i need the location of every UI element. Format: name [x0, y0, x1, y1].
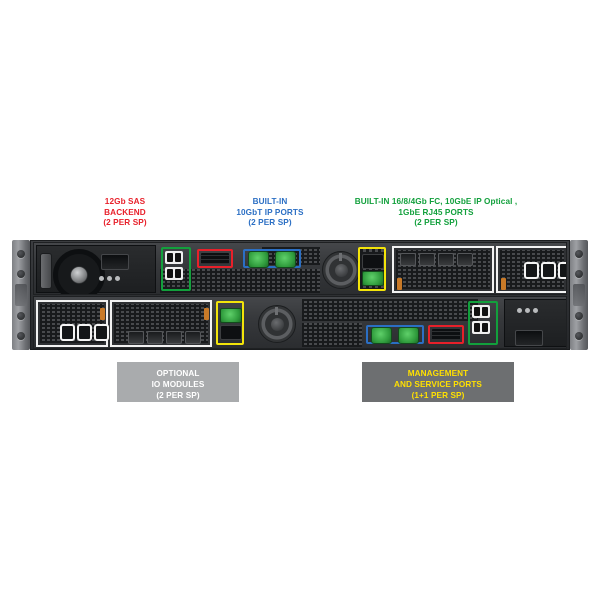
management-port[interactable] — [362, 271, 384, 286]
storage-processor-a — [33, 242, 567, 295]
rack-ear-right — [570, 240, 588, 350]
sas-port[interactable] — [165, 251, 183, 264]
io-module-a1[interactable] — [392, 246, 494, 293]
fc-port[interactable] — [457, 253, 473, 266]
vent-grill-b — [302, 299, 478, 321]
highlight-sas-backend-a — [161, 247, 191, 291]
sas-port[interactable] — [472, 305, 490, 318]
rj45-port[interactable] — [524, 262, 539, 279]
highlight-sas-backend-b — [468, 301, 498, 345]
io-module-b2[interactable] — [110, 300, 212, 347]
serial-connector[interactable] — [432, 329, 460, 340]
storage-array-chassis — [12, 240, 588, 350]
callout-sas-backend: 12Gb SAS BACKEND (2 PER SP) — [103, 197, 147, 227]
management-port[interactable] — [220, 308, 242, 323]
serial-connector[interactable] — [201, 253, 229, 264]
highlight-management-service-b — [216, 301, 244, 345]
highlight-10gbt-ports-b — [366, 325, 424, 344]
io-module-a2[interactable] — [496, 246, 566, 293]
callout-optional-io-modules: OPTIONAL IO MODULES (2 PER SP) — [117, 362, 239, 402]
rj45-port[interactable] — [77, 324, 92, 341]
highlight-management-service-a — [358, 247, 386, 291]
fc-port[interactable] — [185, 331, 201, 344]
rj45-port[interactable] — [60, 324, 75, 341]
chassis-body — [30, 240, 570, 350]
rack-ear-left — [12, 240, 30, 350]
vent-grill-b2 — [302, 323, 362, 347]
power-supply-a — [36, 245, 156, 294]
fc-port[interactable] — [438, 253, 454, 266]
sas-port[interactable] — [472, 321, 490, 334]
ip-port-10gbt[interactable] — [371, 327, 392, 344]
fc-port[interactable] — [128, 331, 144, 344]
fc-port[interactable] — [400, 253, 416, 266]
service-port[interactable] — [220, 325, 242, 340]
rj45-port[interactable] — [541, 262, 556, 279]
sp-latch-a[interactable] — [322, 251, 360, 289]
ip-port-10gbt[interactable] — [275, 251, 296, 268]
callout-builtin-fc-optical-rj45: BUILT-IN 16/8/4Gb FC, 10GbE IP Optical ,… — [354, 197, 518, 227]
fc-port[interactable] — [166, 331, 182, 344]
callout-builtin-10gbt: BUILT-IN 10GbT IP PORTS (2 PER SP) — [236, 197, 304, 227]
rj45-port[interactable] — [94, 324, 109, 341]
sas-port[interactable] — [165, 267, 183, 280]
fc-port[interactable] — [147, 331, 163, 344]
highlight-10gbt-ports-a — [243, 249, 301, 268]
sp-latch-b[interactable] — [258, 305, 296, 343]
io-module-b1[interactable] — [36, 300, 109, 347]
highlight-serial-port-a — [197, 249, 233, 268]
storage-processor-b — [33, 296, 567, 349]
ip-port-10gbt[interactable] — [398, 327, 419, 344]
ip-port-10gbt[interactable] — [248, 251, 269, 268]
highlight-serial-port-b — [428, 325, 464, 344]
rj45-port[interactable] — [558, 262, 566, 279]
power-supply-b — [504, 299, 566, 347]
callout-management-service-ports: MANAGEMENT AND SERVICE PORTS (1+1 PER SP… — [362, 362, 514, 402]
service-port[interactable] — [362, 254, 384, 269]
fc-port[interactable] — [419, 253, 435, 266]
